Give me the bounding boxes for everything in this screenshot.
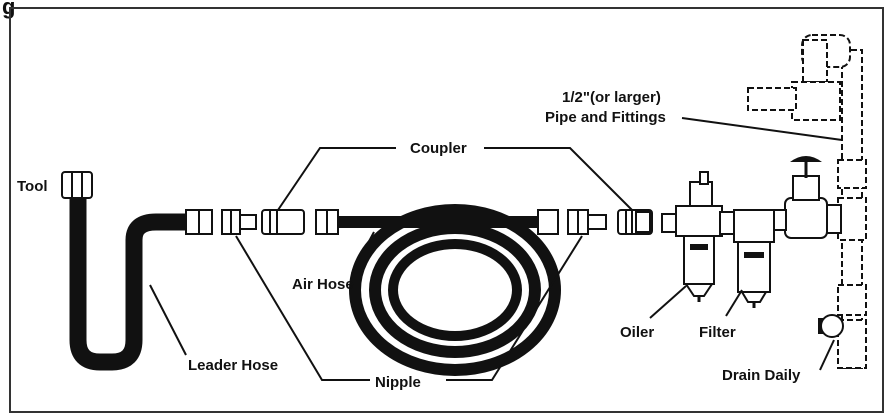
label-pipe-size: 1/2"(or larger) <box>562 89 661 106</box>
air-hose <box>315 204 561 376</box>
label-drain-daily: Drain Daily <box>722 367 801 384</box>
label-coupler: Coupler <box>410 140 467 157</box>
label-pipe-fittings: Pipe and Fittings <box>545 109 666 126</box>
label-air-hose: Air Hose <box>292 276 354 293</box>
pipe-and-fittings <box>747 34 867 369</box>
label-nipple: Nipple <box>375 374 421 391</box>
tool-fitting <box>61 171 93 199</box>
label-oiler: Oiler <box>620 324 654 341</box>
leader-hose <box>69 192 213 371</box>
leader-lines <box>149 117 843 381</box>
drain-valve <box>818 314 844 338</box>
label-filter: Filter <box>699 324 736 341</box>
nipple-left <box>221 209 257 235</box>
figure-title-fragment: g <box>2 0 15 19</box>
nipple-right <box>567 209 607 235</box>
regulator-valve <box>771 156 842 239</box>
coupler-right <box>617 209 653 235</box>
diagram-border <box>9 7 884 413</box>
filter-unit <box>733 209 775 308</box>
oiler-unit <box>661 171 735 302</box>
coupler-left <box>261 209 305 235</box>
label-leader-hose: Leader Hose <box>188 357 278 374</box>
label-tool: Tool <box>17 178 48 195</box>
